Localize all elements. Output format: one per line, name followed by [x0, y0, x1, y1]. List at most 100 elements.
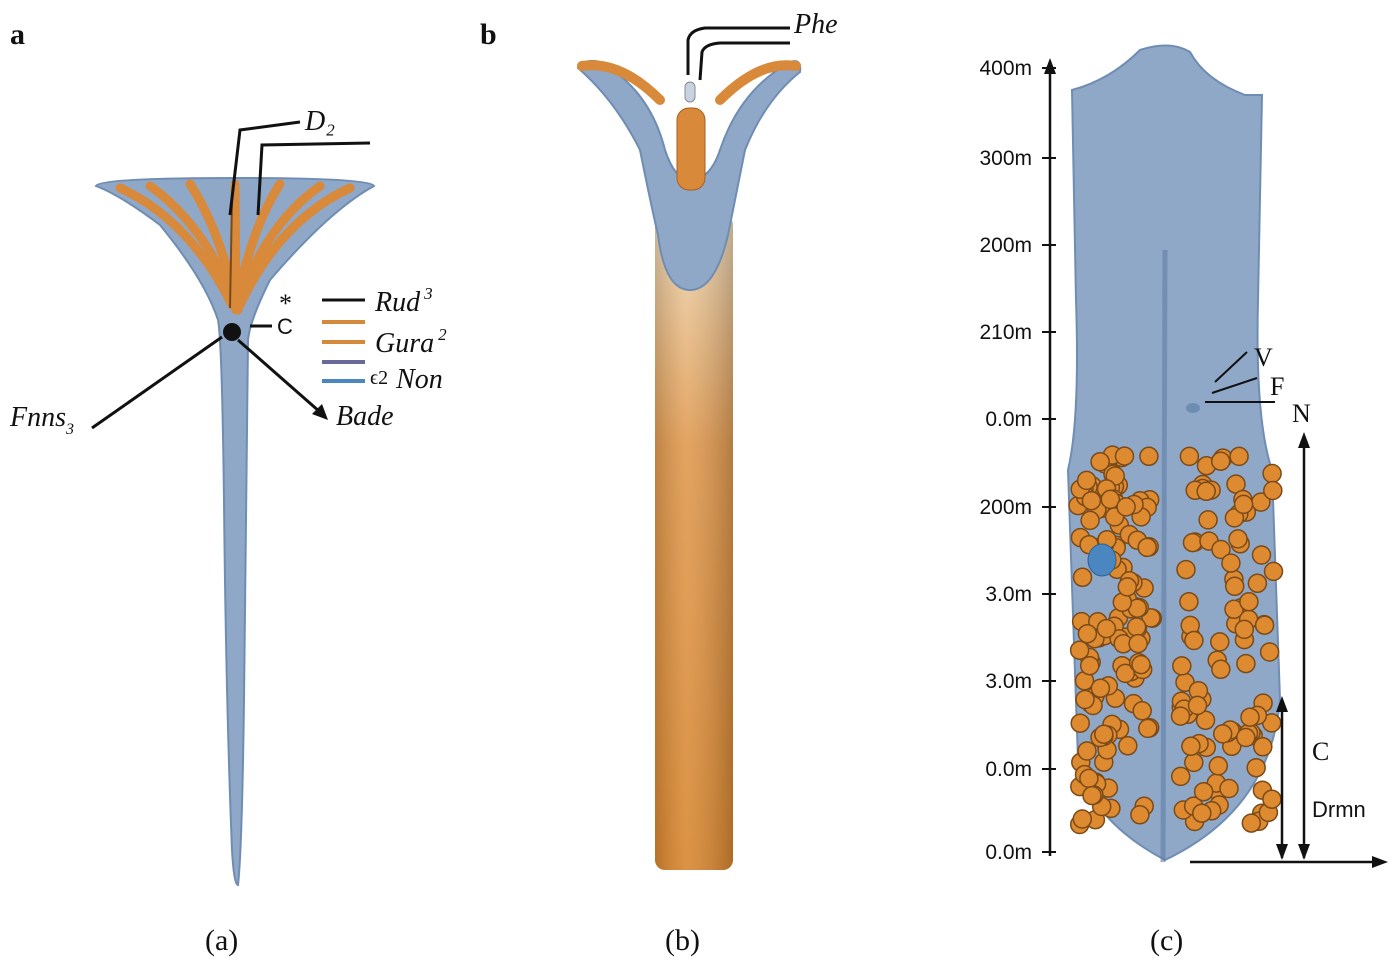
bead: [1236, 727, 1256, 748]
orange-beads: [1068, 445, 1284, 835]
caption-b: (b): [665, 924, 700, 957]
bead: [1080, 510, 1100, 531]
panel-letter-a: a: [10, 18, 25, 51]
bead: [1187, 695, 1208, 716]
label-c-c: C: [1312, 737, 1329, 766]
bead: [1079, 655, 1100, 676]
bead: [1072, 567, 1093, 588]
bead: [1210, 451, 1231, 471]
bead: [1239, 591, 1259, 612]
funnel-structure: [94, 176, 376, 887]
bead: [1116, 497, 1136, 517]
label-phe: Phe: [793, 9, 838, 40]
bead: [1224, 508, 1245, 528]
label-v: V: [1254, 343, 1273, 372]
bead: [1072, 809, 1093, 829]
label-star: *: [279, 289, 292, 318]
bead: [1247, 573, 1268, 594]
bead: [1118, 736, 1138, 756]
label-d2: D₂: [304, 106, 335, 137]
tick-label: 3.0m: [985, 670, 1032, 693]
bead: [1233, 494, 1254, 515]
bead: [1241, 813, 1262, 833]
bead: [1137, 537, 1157, 558]
bead: [1210, 632, 1230, 652]
tick-label: 3.0m: [985, 583, 1032, 606]
bead: [1251, 545, 1272, 565]
bead: [1211, 539, 1231, 560]
bead: [1176, 559, 1196, 580]
bead: [1253, 737, 1273, 757]
bead: [1138, 718, 1158, 739]
bead: [1224, 576, 1245, 597]
bead: [1082, 785, 1102, 806]
panel-letter-b: b: [480, 18, 497, 51]
blue-bead: [1087, 543, 1117, 577]
tick-label: 300m: [979, 147, 1032, 170]
leader-d2-2: [256, 141, 371, 216]
bead: [1208, 756, 1229, 776]
bead: [1179, 591, 1199, 612]
bead: [1094, 724, 1114, 744]
bead: [1179, 446, 1200, 467]
bead: [1076, 470, 1097, 491]
leader-d2: [228, 120, 301, 216]
y-shaped-tip: [576, 59, 802, 292]
tick-label: 400m: [979, 57, 1032, 80]
bead: [1192, 803, 1212, 823]
bead: [1081, 490, 1102, 511]
bead: [1117, 577, 1138, 597]
bead: [1096, 618, 1117, 639]
bead: [1170, 766, 1191, 787]
bead: [1090, 678, 1111, 699]
caption-c: (c): [1150, 924, 1183, 957]
bead: [1182, 532, 1203, 553]
bead: [1221, 553, 1241, 573]
bead: [1069, 640, 1090, 660]
bead: [1219, 778, 1239, 799]
bead: [1263, 480, 1283, 501]
bead: [1195, 710, 1216, 731]
bead: [1132, 701, 1152, 721]
bead: [1184, 752, 1204, 773]
bead: [1262, 463, 1282, 484]
bead: [1193, 781, 1214, 802]
label-n: N: [1292, 399, 1311, 428]
tick-label: 200m: [979, 234, 1032, 257]
bead: [1240, 707, 1260, 727]
bead: [1228, 529, 1248, 549]
bead: [1254, 615, 1275, 635]
bead: [1100, 489, 1121, 510]
bead: [1262, 789, 1282, 809]
bead: [1172, 656, 1192, 676]
bead: [1196, 481, 1216, 502]
bead: [1198, 510, 1218, 530]
bead: [1259, 642, 1280, 662]
bead: [1234, 619, 1255, 640]
panel-c: 400m300m200m210m0.0m200m3.0m3.0m0.0m0.0m…: [979, 44, 1388, 957]
tick-label: 0.0m: [985, 841, 1032, 864]
bead: [1131, 654, 1151, 675]
tick-label: 0.0m: [985, 758, 1032, 781]
bead: [1236, 653, 1256, 674]
bead: [1181, 736, 1201, 757]
bead: [1090, 451, 1110, 472]
tick-label: 200m: [979, 496, 1032, 519]
bead: [1128, 633, 1148, 654]
bead: [1212, 724, 1233, 744]
caption-a: (a): [205, 924, 238, 957]
bead: [1246, 757, 1266, 778]
label-bade: Bade: [336, 401, 394, 432]
bead: [1079, 768, 1099, 789]
orange-fibers: [115, 179, 355, 315]
label-c-a: C: [277, 314, 293, 339]
bead: [1170, 706, 1191, 726]
bead: [1130, 805, 1150, 825]
label-f: F: [1270, 372, 1284, 401]
